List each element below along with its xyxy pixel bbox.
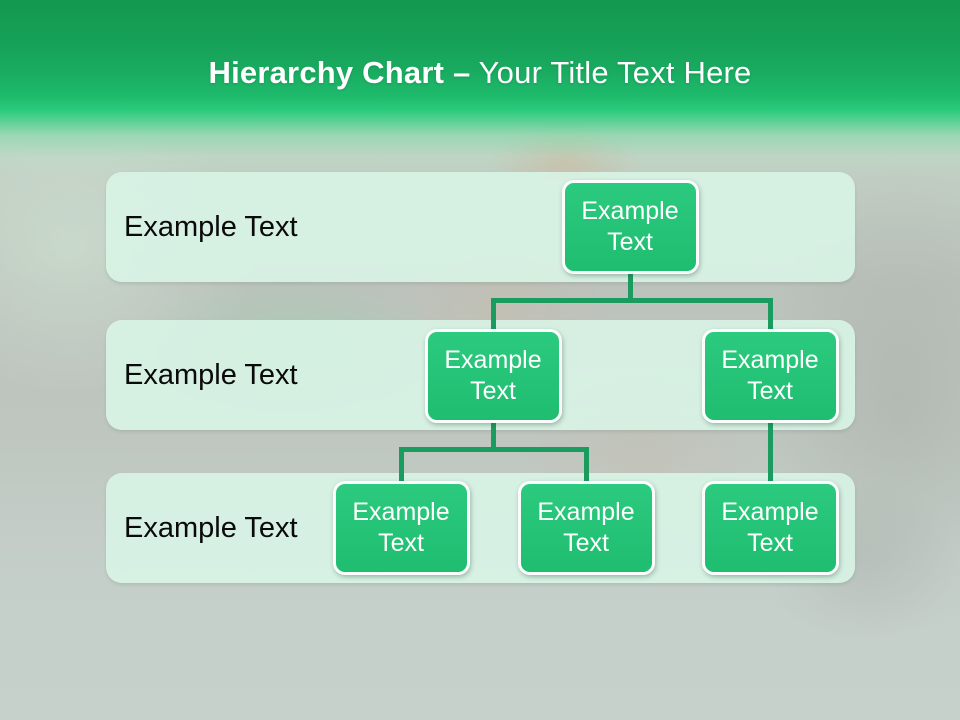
title-regular-part: Your Title Text Here: [478, 55, 752, 90]
node-label: Example Text: [352, 497, 450, 557]
row-band-1: Example Text: [106, 172, 855, 282]
row-2-label: Example Text: [124, 358, 298, 391]
hierarchy-node-level3-left: Example Text: [332, 481, 470, 575]
connector-right-branch-stem: [767, 419, 773, 483]
connector-level3-crossbar: [398, 447, 589, 452]
node-label: Example Text: [721, 345, 819, 405]
slide-title: Hierarchy Chart – Your Title Text Here: [0, 55, 960, 91]
hierarchy-node-level3-right: Example Text: [701, 481, 839, 575]
connector-level3-middle-drop: [583, 447, 589, 483]
title-bold-part: Hierarchy Chart: [208, 55, 445, 90]
hierarchy-node-level2-right: Example Text: [701, 329, 839, 423]
connector-level3-left-drop: [398, 447, 404, 483]
connector-left-branch-stem: [490, 419, 496, 452]
hierarchy-node-level2-left: Example Text: [424, 329, 562, 423]
connector-level2-crossbar: [490, 298, 773, 303]
header-green-gradient: [0, 0, 960, 178]
connector-level2-left-drop: [490, 298, 496, 331]
hierarchy-node-root: Example Text: [561, 180, 699, 274]
node-label: Example Text: [537, 497, 635, 557]
node-label: Example Text: [581, 196, 679, 256]
title-dash: –: [452, 55, 471, 90]
connector-level2-right-drop: [767, 298, 773, 331]
node-label: Example Text: [721, 497, 819, 557]
row-3-label: Example Text: [124, 511, 298, 544]
hierarchy-node-level3-middle: Example Text: [517, 481, 655, 575]
node-label: Example Text: [444, 345, 542, 405]
row-1-label: Example Text: [124, 210, 298, 243]
connector-root-stem: [627, 270, 633, 303]
